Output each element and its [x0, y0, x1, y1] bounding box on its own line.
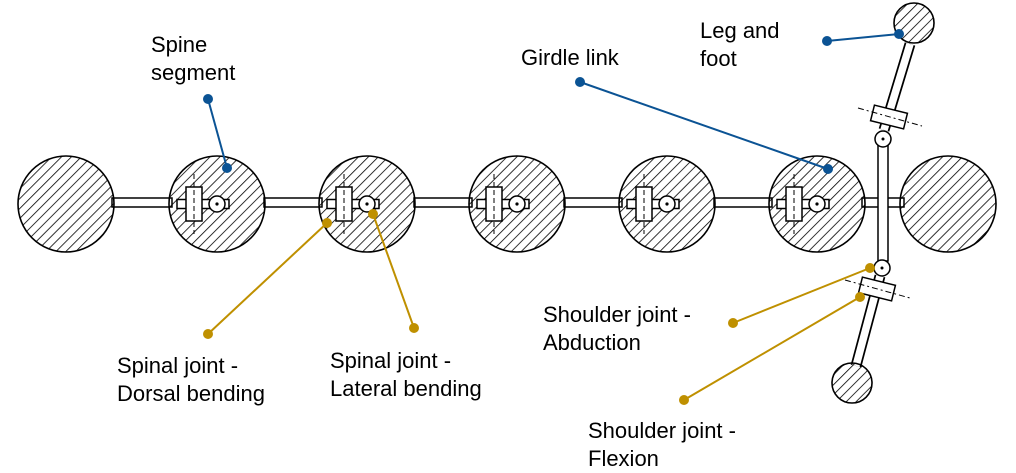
spine-rod [563, 197, 623, 208]
lower-foot-sphere [831, 362, 873, 404]
label-spine-segment: Spine segment [151, 32, 236, 85]
callout-girdle-link [575, 77, 833, 174]
label-leg-and-foot: Leg and foot [700, 18, 780, 71]
spine-segment [618, 155, 716, 253]
tail-sphere [899, 155, 997, 253]
spine-rod [263, 197, 323, 208]
girdle-rod [877, 144, 889, 262]
spine-segment [168, 155, 266, 253]
upper-foot-sphere [893, 2, 935, 44]
spine-rod [713, 197, 773, 208]
callout-shoulder-flexion [679, 292, 865, 405]
label-girdle-link: Girdle link [521, 45, 619, 70]
label-shoulder-joint-flexion: Shoulder joint - Flexion [588, 418, 736, 471]
callout-shoulder-abduction [728, 263, 875, 328]
spine-segments [168, 155, 866, 253]
upper-leg [857, 2, 935, 148]
lower-leg [831, 259, 911, 404]
limb-assembly [831, 2, 935, 404]
spine-rod [111, 197, 173, 208]
callout-leg-and-foot [822, 29, 904, 46]
spine-rod [413, 197, 473, 208]
label-shoulder-joint-abduction: Shoulder joint - Abduction [543, 302, 691, 355]
spine-segment [468, 155, 566, 253]
spine-segment [768, 155, 866, 253]
callout-spinal-lateral [368, 209, 419, 333]
label-spinal-joint-dorsal: Spinal joint - Dorsal bending [117, 353, 265, 406]
callouts [203, 29, 904, 405]
callout-spinal-dorsal [203, 218, 332, 339]
head-sphere [17, 155, 115, 253]
label-spinal-joint-lateral: Spinal joint - Lateral bending [330, 348, 482, 401]
spine-segment [318, 155, 416, 253]
callout-spine-segment [203, 94, 232, 173]
